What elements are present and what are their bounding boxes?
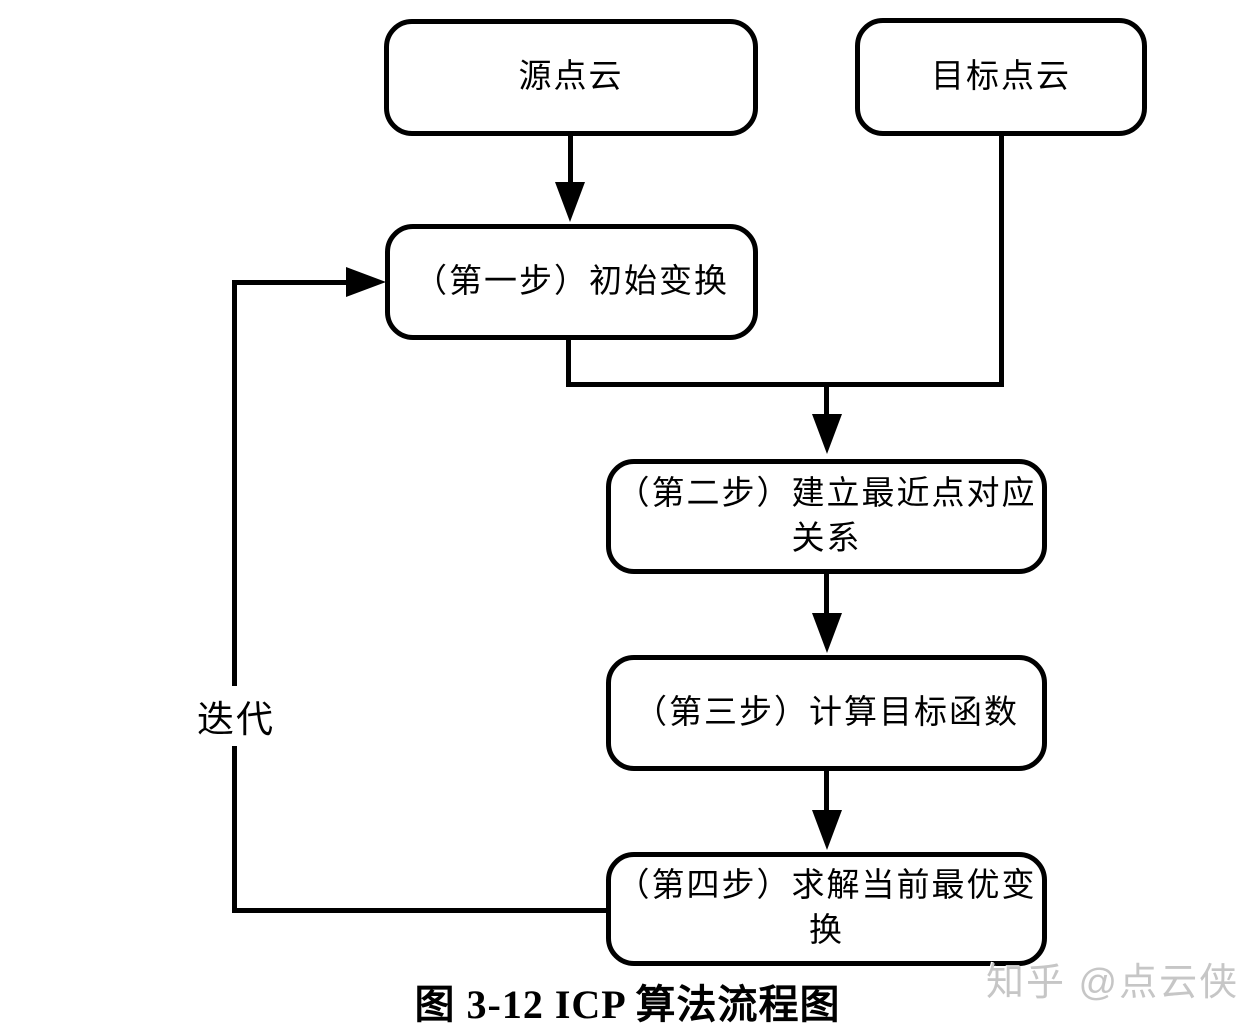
- flow-node-source-cloud: 源点云: [384, 19, 758, 136]
- connector-feedback-top: [232, 280, 349, 285]
- arrowhead-down-icon: [812, 613, 842, 653]
- connector-merge-to-step2: [824, 386, 829, 415]
- connector-merge-horizontal: [566, 382, 1004, 387]
- connector-feedback-vertical: [232, 280, 237, 913]
- flow-node-label: 源点云: [518, 59, 624, 96]
- connector-source-to-step1: [568, 134, 573, 186]
- flow-node-step4-optimal-transform: （第四步）求解当前最优变换: [606, 852, 1047, 966]
- flow-node-target-cloud: 目标点云: [855, 18, 1147, 136]
- connector-step1-down: [566, 338, 571, 386]
- flow-node-label: 目标点云: [931, 58, 1071, 95]
- flow-node-label: （第四步）求解当前最优变换: [616, 868, 1037, 949]
- watermark: 知乎 @点云侠: [986, 962, 1240, 1004]
- flow-node-label: （第三步）计算目标函数: [634, 694, 1019, 731]
- arrowhead-right-icon: [346, 267, 386, 297]
- connector-step3-to-step4: [824, 769, 829, 811]
- figure-caption: 图 3-12 ICP 算法流程图: [414, 982, 841, 1027]
- iteration-label: 迭代: [193, 686, 279, 746]
- flow-node-label: （第一步）初始变换: [414, 263, 729, 300]
- flow-node-step1-initial-transform: （第一步）初始变换: [385, 224, 758, 340]
- connector-feedback-bottom: [232, 908, 608, 913]
- flow-node-step3-objective-function: （第三步）计算目标函数: [606, 655, 1047, 771]
- flow-node-label: （第二步）建立最近点对应关系: [616, 475, 1037, 557]
- flow-node-step2-correspondence: （第二步）建立最近点对应关系: [606, 459, 1047, 574]
- arrowhead-down-icon: [555, 182, 585, 222]
- connector-target-down: [999, 134, 1004, 387]
- arrowhead-down-icon: [812, 810, 842, 850]
- connector-step2-to-step3: [824, 572, 829, 614]
- arrowhead-down-icon: [812, 414, 842, 454]
